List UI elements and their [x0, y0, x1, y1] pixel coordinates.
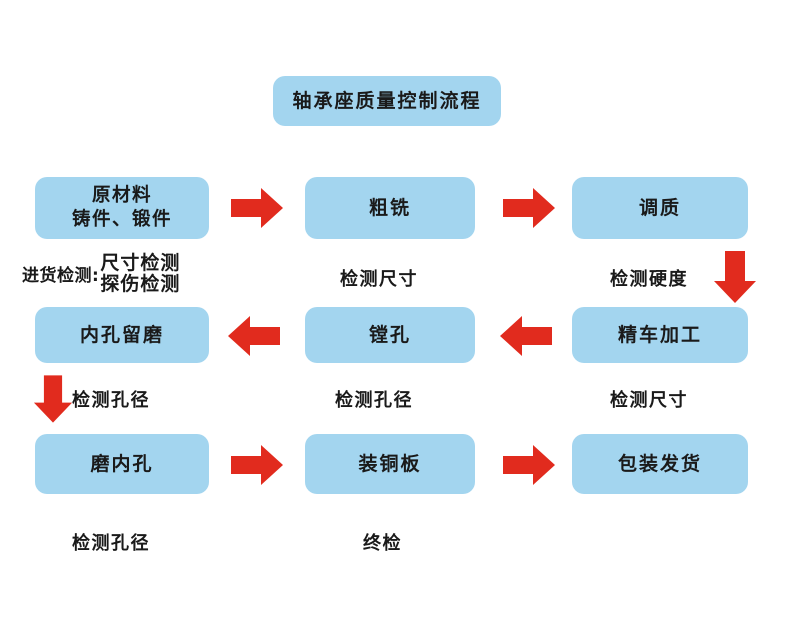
step-label-raw-material-line2: 铸件、锻件: [71, 209, 172, 230]
caption-incoming-line1: 尺寸检测: [100, 252, 181, 274]
arrow-left-icon-boring-to-reserve-grinding: [228, 315, 280, 357]
step-box-grind-inner-hole[interactable]: 磨内孔: [35, 434, 209, 494]
step-box-raw-material[interactable]: 原材料 铸件、锻件: [35, 177, 209, 239]
caption-incoming-inspection: 进货检测: 尺寸检测 探伤检测: [22, 253, 180, 294]
step-box-rough-milling[interactable]: 粗铣: [305, 177, 475, 239]
step-box-packing-shipping[interactable]: 包装发货: [572, 434, 748, 494]
step-label-boring: 镗孔: [368, 323, 411, 346]
step-label-install-copper-plate: 装铜板: [358, 452, 422, 475]
step-box-inner-hole-reserve-grinding[interactable]: 内孔留磨: [35, 307, 209, 363]
caption-final-inspection: 终检: [363, 533, 402, 554]
arrow-left-icon-fine-turning-to-boring: [500, 315, 552, 357]
step-label-inner-hole-reserve-grinding: 内孔留磨: [79, 323, 164, 346]
diagram-title-text: 轴承座质量控制流程: [292, 89, 482, 112]
step-label-rough-milling: 粗铣: [368, 196, 411, 219]
step-box-quenching-tempering[interactable]: 调质: [572, 177, 748, 239]
step-label-fine-turning: 精车加工: [617, 323, 702, 346]
caption-grind-inner-hole-bore: 检测孔径: [72, 533, 150, 554]
step-label-grind-inner-hole: 磨内孔: [90, 452, 154, 475]
arrow-down-icon-quench-to-fine-turning: [713, 251, 757, 303]
caption-reserve-grinding-bore: 检测孔径: [72, 390, 150, 411]
arrow-right-icon-copper-to-packing: [503, 444, 555, 486]
step-box-fine-turning[interactable]: 精车加工: [572, 307, 748, 363]
step-box-install-copper-plate[interactable]: 装铜板: [305, 434, 475, 494]
caption-fine-turning-dimension: 检测尺寸: [610, 390, 688, 411]
step-label-packing-shipping: 包装发货: [617, 452, 702, 475]
arrow-down-icon-reserve-grinding-to-grind: [33, 375, 73, 423]
caption-incoming-prefix: 进货检测:: [22, 266, 100, 287]
caption-quenching-hardness: 检测硬度: [610, 269, 688, 290]
caption-rough-milling: 检测尺寸: [340, 269, 418, 290]
caption-incoming-line2: 探伤检测: [100, 272, 181, 295]
caption-boring-bore: 检测孔径: [335, 390, 413, 411]
arrow-right-icon-grind-to-copper: [231, 444, 283, 486]
step-label-quenching-tempering: 调质: [638, 196, 681, 219]
arrow-right-icon-raw-to-rough: [231, 187, 283, 229]
step-box-boring[interactable]: 镗孔: [305, 307, 475, 363]
arrow-right-icon-rough-to-quench: [503, 187, 555, 229]
step-label-raw-material-line1: 原材料: [91, 185, 152, 207]
diagram-title-box: 轴承座质量控制流程: [273, 76, 501, 126]
